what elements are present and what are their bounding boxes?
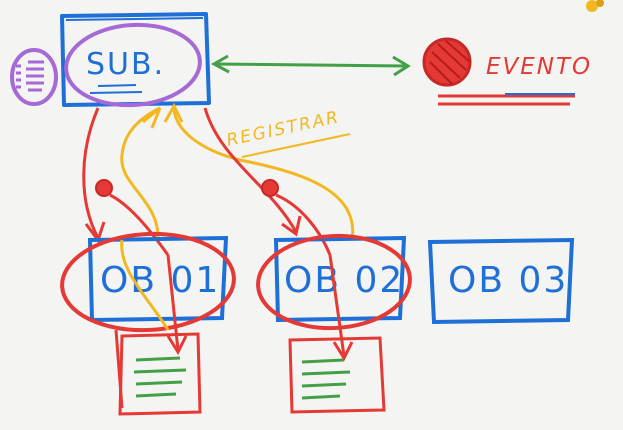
event-underline	[438, 94, 575, 106]
corner-mark	[586, 0, 604, 12]
notification-lines	[82, 107, 332, 256]
register-annotation: REGISTRAR	[225, 107, 351, 158]
registration-lines	[120, 102, 355, 241]
event-label: EVENTO	[486, 54, 592, 80]
observer-highlight-2	[256, 233, 412, 331]
event-node: EVENTO	[422, 37, 592, 106]
observer-label-3: OB 03	[448, 260, 568, 301]
observer-node-3: OB 03	[427, 237, 575, 325]
subject-event-arrow	[210, 54, 411, 77]
observer-node-1: OB 01	[60, 231, 236, 333]
subject-node: SUB.	[60, 12, 211, 108]
observer-handler-2	[288, 254, 386, 414]
observer-label-1: OB 01	[100, 260, 220, 301]
subject-highlight-circle	[64, 22, 202, 108]
subject-underline	[89, 84, 143, 94]
subscriber-list-icon	[10, 48, 58, 106]
observer-highlight-1	[60, 231, 236, 333]
register-label: REGISTRAR	[225, 107, 342, 151]
observer-handler-1	[114, 254, 202, 416]
registration-trace	[120, 239, 170, 331]
observer-node-2: OB 02	[256, 233, 412, 331]
register-underline	[241, 133, 351, 158]
observer-label-2: OB 02	[284, 260, 404, 301]
subject-label: SUB.	[86, 47, 165, 82]
